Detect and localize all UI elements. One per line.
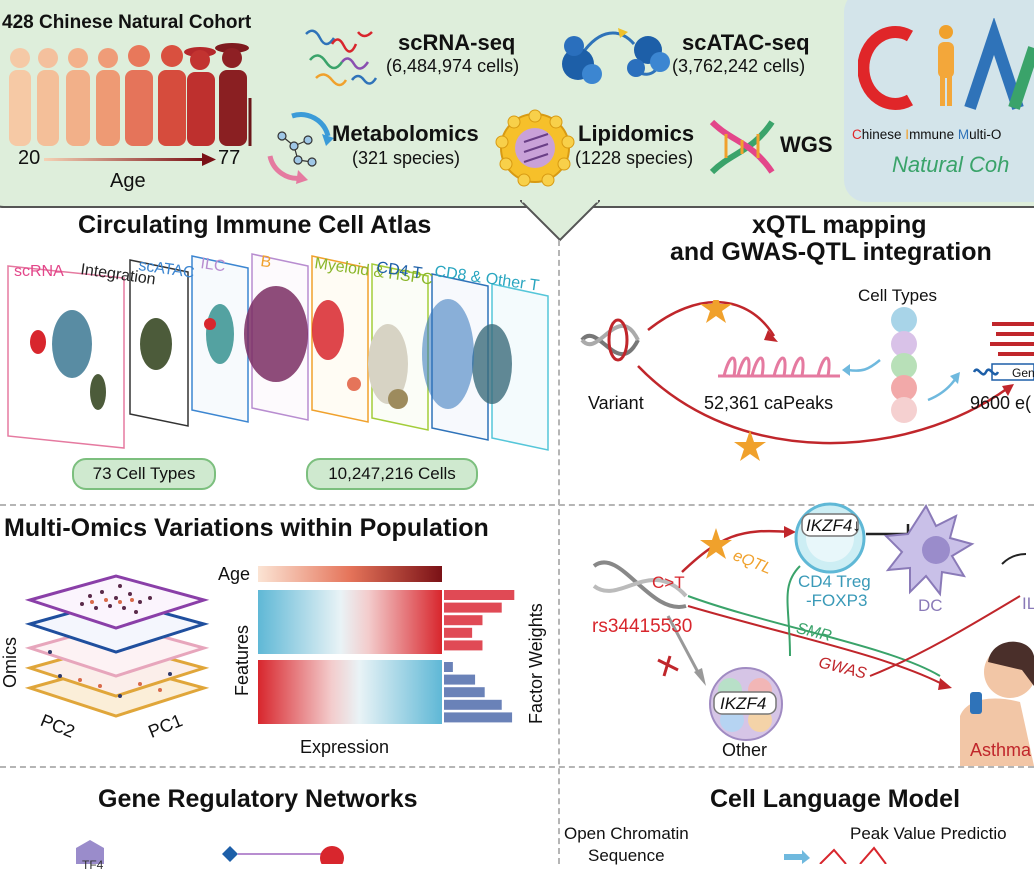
clm-input-label-line2: Sequence <box>588 846 665 865</box>
header-down-arrow <box>520 200 600 242</box>
logo-tagline-mmune: mmune <box>909 127 958 142</box>
factor-weights-axis-label: Factor Weights <box>526 603 546 724</box>
multiomics-title: Multi-Omics Variations within Population <box>4 514 489 542</box>
heatmap-bottom-block <box>258 660 442 724</box>
features-axis-label: Features <box>232 624 252 696</box>
asthma-label: Asthma <box>970 740 1032 760</box>
row-divider-2 <box>0 766 1034 768</box>
omics-name-metabolomics: Metabolomics <box>332 121 479 146</box>
treg-gene-label: IKZF4↓ <box>806 516 861 536</box>
omics-detail-scrna: (6,484,974 cells) <box>386 56 520 76</box>
xqtl-eqtl-count-label: 9600 e( <box>970 393 1032 413</box>
omics-name-wgs: WGS <box>780 132 833 157</box>
grn-network-illustration <box>76 840 344 864</box>
center-divider <box>558 240 560 864</box>
age-arrow <box>44 153 216 166</box>
grn-tf-label: TF4 <box>82 858 104 872</box>
metabolite-network-icon <box>267 112 334 184</box>
lipid-droplet-icon <box>495 109 575 187</box>
heatmap-age-label: Age <box>218 564 251 584</box>
omics-name-scrna: scRNA-seq <box>398 30 516 55</box>
expression-axis-label: Expression <box>300 737 390 757</box>
omics-detail-metabolomics: (321 species) <box>352 148 461 168</box>
cell-types-badge: 73 Cell Types <box>72 458 216 490</box>
cohort-title: 428 Chinese Natural Cohort <box>2 12 252 33</box>
logo-subtitle: Natural Coh <box>892 152 1010 177</box>
snp-change-label: C>T <box>652 573 685 592</box>
clm-illustration <box>784 846 887 864</box>
clm-title: Cell Language Model <box>710 785 961 813</box>
xqtl-title-line2: and GWAS-QTL integration <box>670 238 992 266</box>
xqtl-diagram <box>580 300 1034 461</box>
xqtl-cell-types-label: Cell Types <box>858 286 938 305</box>
atlas-panels-illustration: scRNA Integration scATAC ILC B Myeloid &… <box>7 253 549 451</box>
xqtl-variant-label: Variant <box>588 393 644 413</box>
factor-weight-bar-top <box>444 602 502 613</box>
age-min-label: 20 <box>18 147 41 169</box>
factor-weight-bar-top <box>444 627 473 638</box>
dna-helix-icon <box>709 119 775 175</box>
atlas-panel-label-4: B <box>259 253 272 271</box>
logo-tagline-m: M <box>957 127 970 142</box>
rna-strands-icon <box>305 29 378 87</box>
chromatin-beads-icon <box>562 28 670 84</box>
cimc-logo <box>858 18 1034 110</box>
omics-detail-scatac: (3,762,242 cells) <box>672 56 806 76</box>
down-arrow-icon: ↓ <box>852 516 861 535</box>
gwas-diagram <box>592 502 1034 766</box>
other-cell-gene-label: IKZF4 <box>720 694 767 713</box>
atlas-panel-label-3: ILC <box>199 255 226 275</box>
omics-name-scatac: scATAC-seq <box>682 30 810 55</box>
omics-detail-lipidomics: (1228 species) <box>575 148 694 168</box>
row-divider-1 <box>0 504 1034 506</box>
il-label: IL <box>1022 594 1034 613</box>
logo-tagline-c: C <box>852 127 862 142</box>
treg-label-line2: -FOXP3 <box>806 591 868 610</box>
factor-weight-bar-top <box>444 615 483 626</box>
treg-label-line1: CD4 Treg <box>798 572 871 591</box>
clm-output-label: Peak Value Predictio <box>850 824 1007 843</box>
other-cell-label: Other <box>722 740 768 760</box>
heatmap-age-bar <box>258 566 442 582</box>
omics-pca-stack <box>24 574 210 718</box>
logo-tagline-hinese: hinese <box>861 127 906 142</box>
factor-weight-bar-top <box>444 640 483 651</box>
xqtl-title-line1: xQTL mapping <box>752 211 927 239</box>
xqtl-gene-label: Gen <box>1012 366 1034 380</box>
atlas-panel-label-0: scRNA <box>14 263 64 280</box>
grn-title: Gene Regulatory Networks <box>98 785 418 813</box>
clm-input-label-line1: Open Chromatin <box>564 824 689 843</box>
cells-badge: 10,247,216 Cells <box>306 458 478 490</box>
factor-weight-bar-bottom <box>444 699 502 710</box>
omics-name-lipidomics: Lipidomics <box>578 121 695 146</box>
logo-tagline: Chinese Immune Multi-O <box>852 127 1001 142</box>
snp-id-label: rs34415530 <box>592 616 693 637</box>
treg-gene-name: IKZF4 <box>806 516 853 535</box>
xqtl-capeaks-label: 52,361 caPeaks <box>704 393 834 413</box>
factor-weight-bar-bottom <box>444 687 485 698</box>
age-max-label: 77 <box>218 147 241 169</box>
omics-axis-label: Omics <box>0 637 20 688</box>
logo-tagline-i: I <box>905 127 910 142</box>
factor-weight-bar-bottom <box>444 662 453 672</box>
dc-label: DC <box>918 596 943 615</box>
factor-weight-bar-bottom <box>444 674 476 685</box>
cohort-people-illustration <box>9 43 252 146</box>
logo-tagline-ulti: ulti-O <box>969 127 1002 142</box>
heatmap-top-block <box>258 590 442 654</box>
atlas-title: Circulating Immune Cell Atlas <box>78 211 432 239</box>
factor-weight-bar-bottom <box>444 712 513 723</box>
atlas-panel-label-6: CD4 T <box>375 259 423 282</box>
age-axis-label: Age <box>110 170 146 192</box>
factor-weight-bar-top <box>444 590 515 600</box>
factor-weights-bars <box>444 590 515 723</box>
